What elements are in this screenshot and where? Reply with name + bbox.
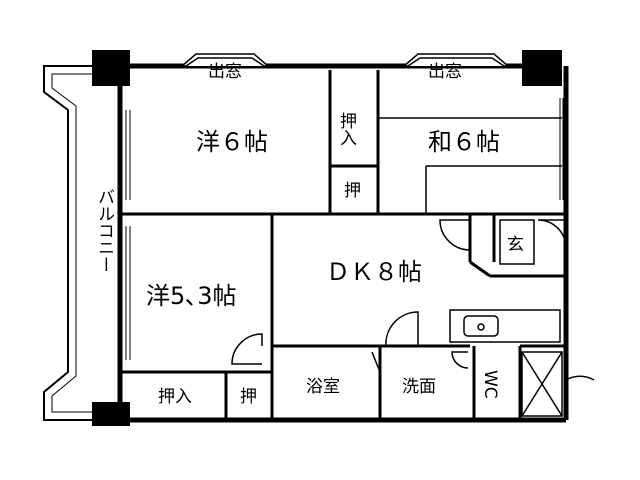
- room-western-53-label: 洋5､3帖: [146, 282, 237, 310]
- column-top-left: [92, 50, 130, 86]
- wc-label: WC: [480, 370, 500, 399]
- closet-bottom-small-label: 押: [240, 387, 257, 407]
- kitchen-counter: [449, 309, 561, 343]
- balcony-label: バルコニー: [94, 188, 114, 273]
- room-japanese-6-label: 和６帖: [428, 128, 500, 156]
- column-top-right: [522, 50, 562, 86]
- closet-mid-label: 押: [344, 181, 361, 201]
- entrance-area: [499, 219, 535, 265]
- washroom-label: 洗面: [402, 377, 436, 397]
- bay-window-right: [401, 53, 511, 67]
- balcony-outline: [43, 65, 92, 421]
- bathroom-label: 浴室: [306, 377, 340, 397]
- column-bottom-left: [92, 402, 130, 426]
- bay-window-left-label: 出窓: [208, 62, 242, 82]
- closet-bottom-left-label: 押入: [158, 387, 192, 407]
- room-western-6-label: 洋６帖: [196, 128, 268, 156]
- door-swings: [231, 219, 595, 382]
- bay-window-right-label: 出窓: [428, 62, 462, 82]
- entrance-label: 玄: [507, 235, 524, 255]
- bay-window-left: [179, 53, 271, 67]
- room-dk8-label: ＤＫ８帖: [326, 258, 422, 286]
- closet-top-label: 押入: [336, 112, 357, 146]
- interior-walls: [120, 70, 566, 420]
- window-marks: [125, 98, 564, 360]
- pipe-shaft: [521, 351, 563, 417]
